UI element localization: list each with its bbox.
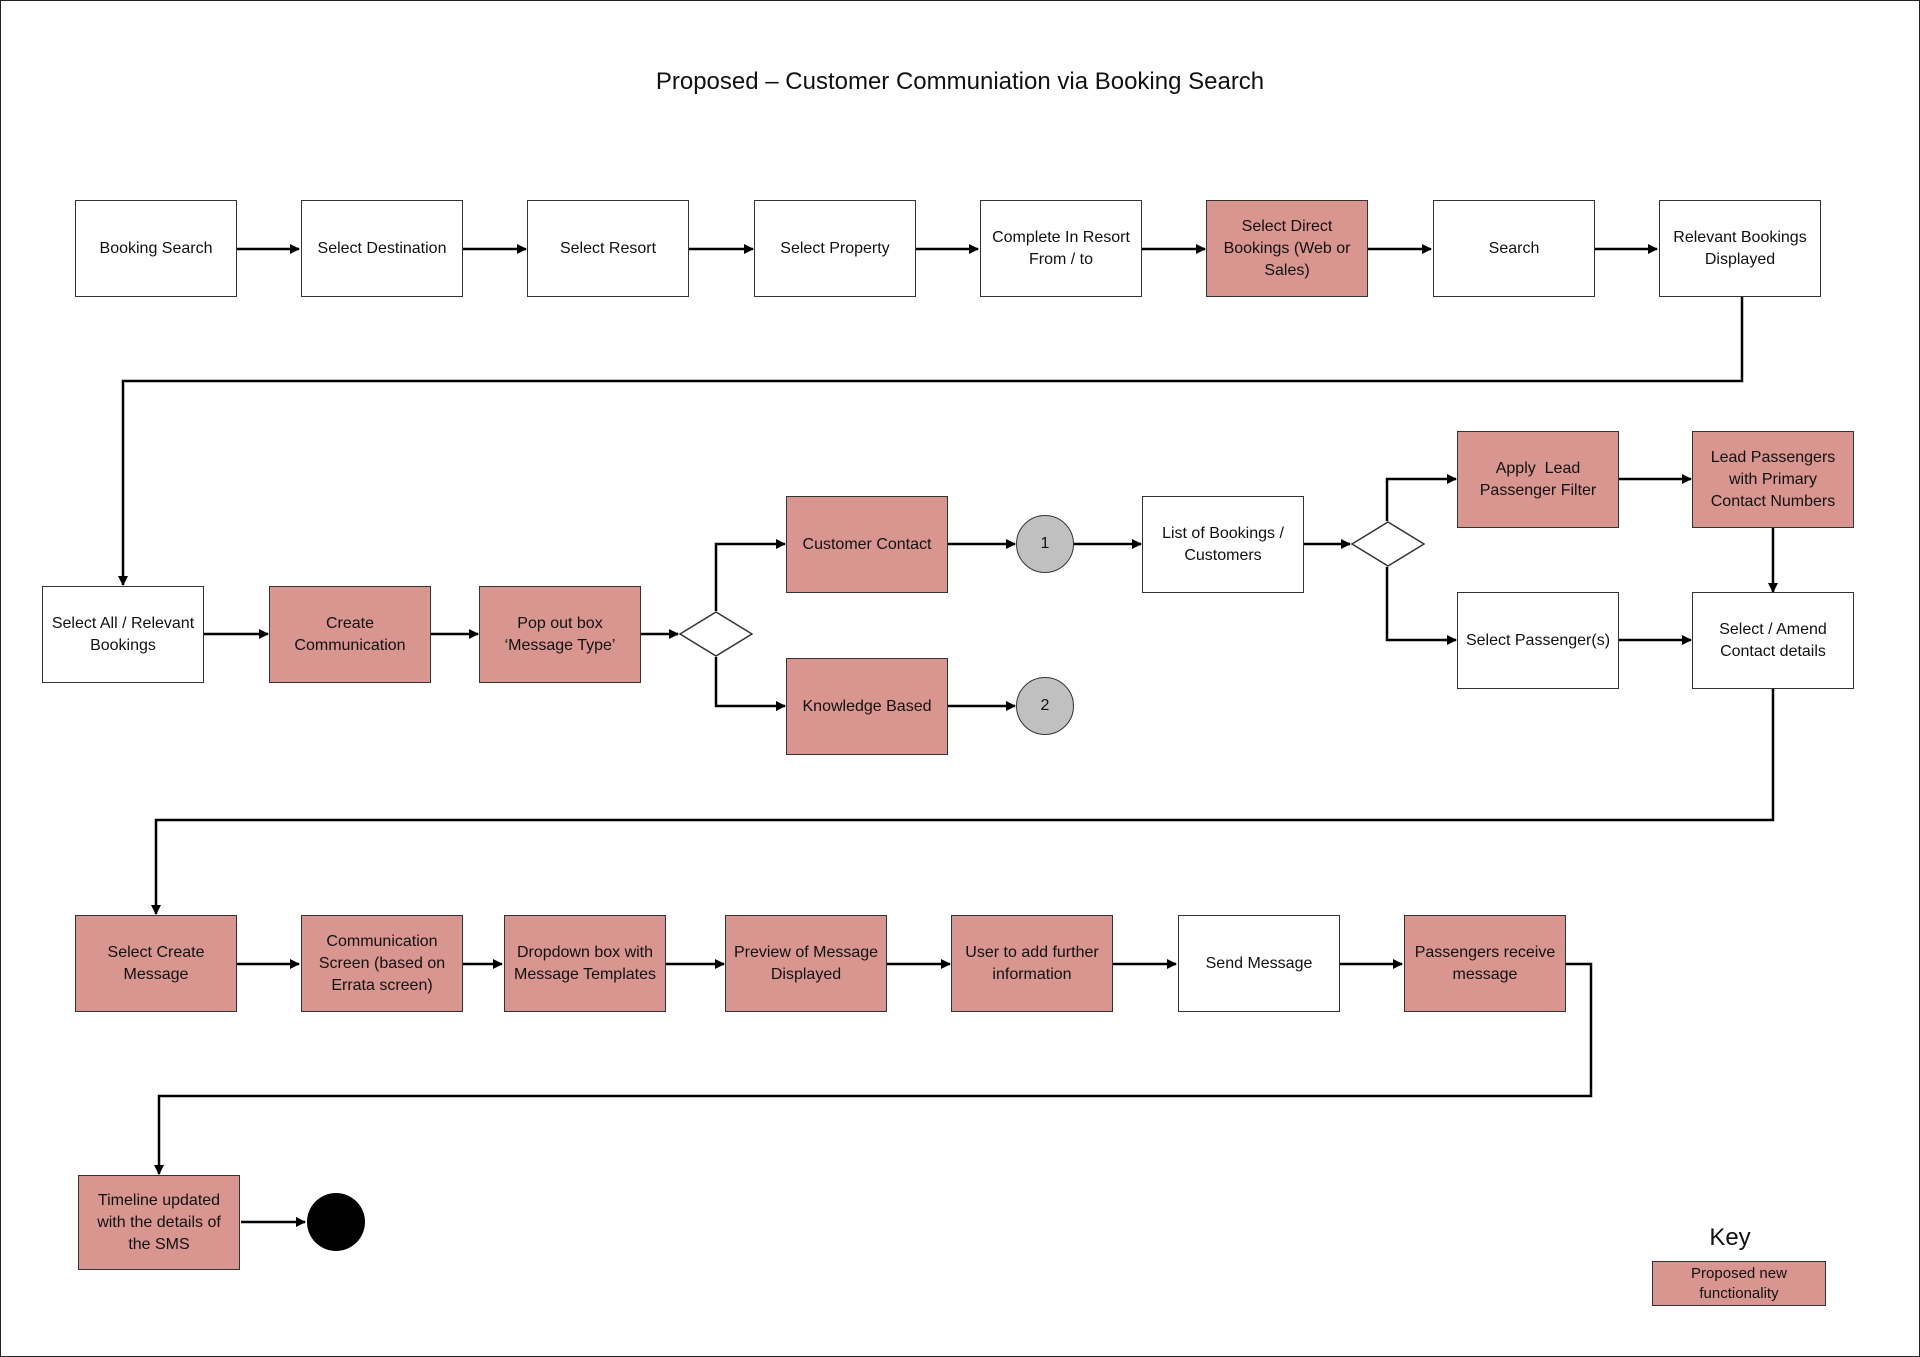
arrow-relevant-to-select-all: [118, 297, 1744, 586]
node-label-line: Sales): [1264, 261, 1310, 279]
arrow-decision-to-lead-filter: [1385, 474, 1457, 521]
node-label-line: Bookings: [90, 636, 156, 654]
node-label-line: Relevant Bookings: [1673, 228, 1807, 246]
node-label: Select Resort: [559, 239, 657, 257]
connector-label: 2: [1040, 697, 1050, 714]
node-label-line: Screen (based on: [318, 954, 446, 972]
node-timeline-updated: Timeline updated with the details of the…: [78, 1175, 240, 1270]
connector-2: 2: [1016, 677, 1074, 735]
node-label-line: Communication: [294, 636, 406, 654]
node-label-line: Complete In Resort: [992, 228, 1130, 246]
node-label-line: Customers: [1184, 546, 1262, 564]
node-user-add-information: User to add further information: [951, 915, 1113, 1012]
node-label-line: Message: [123, 965, 189, 983]
node-label: Select Passenger(s): [1465, 631, 1611, 649]
node-label-line: Select Direct: [1241, 217, 1333, 235]
node-label-line: ‘Message Type’: [504, 636, 616, 654]
node-label-line: information: [992, 965, 1072, 983]
arrow-amend-to-select-create-message: [151, 689, 1775, 915]
decision-message-type: [679, 611, 753, 657]
node-passengers-receive-message: Passengers receive message: [1404, 915, 1566, 1012]
node-label: Customer Contact: [802, 535, 932, 553]
node-label: Select Property: [780, 239, 890, 257]
node-label-line: with the details of: [97, 1213, 221, 1231]
node-select-resort: Select Resort: [527, 200, 689, 297]
node-create-communication: Create Communication: [269, 586, 431, 683]
node-complete-in-resort: Complete In Resort From / to: [980, 200, 1142, 297]
node-preview-message: Preview of Message Displayed: [725, 915, 887, 1012]
diagram-title: Proposed – Customer Communiation via Boo…: [655, 68, 1265, 95]
node-relevant-bookings: Relevant Bookings Displayed: [1659, 200, 1821, 297]
node-label-line: Timeline updated: [97, 1191, 221, 1209]
node-label-line: Select Create: [107, 943, 205, 961]
node-search: Search: [1433, 200, 1595, 297]
key-label-line: functionality: [1699, 1284, 1779, 1302]
node-list-of-bookings: List of Bookings / Customers: [1142, 496, 1304, 593]
node-select-create-message: Select Create Message: [75, 915, 237, 1012]
node-dropdown-message-templates: Dropdown box with Message Templates: [504, 915, 666, 1012]
node-label: Send Message: [1205, 954, 1313, 972]
node-label-line: Contact details: [1720, 642, 1826, 660]
node-knowledge-based: Knowledge Based: [786, 658, 948, 755]
node-label-line: Select All / Relevant: [51, 614, 195, 632]
node-label-line: the SMS: [128, 1235, 190, 1253]
node-select-direct-bookings: Select Direct Bookings (Web or Sales): [1206, 200, 1368, 297]
node-label-line: Lead Passengers: [1710, 448, 1836, 466]
node-label-line: Passengers receive: [1414, 943, 1556, 961]
decision-passenger-filter: [1351, 521, 1425, 567]
node-communication-screen: Communication Screen (based on Errata sc…: [301, 915, 463, 1012]
arrow-decision-to-customer-contact: [714, 539, 786, 611]
connector-1: 1: [1016, 515, 1074, 573]
node-booking-search: Booking Search: [75, 200, 237, 297]
key-title: Key: [1709, 1224, 1751, 1251]
node-label: Search: [1488, 239, 1540, 257]
node-label-line: with Primary: [1728, 470, 1817, 488]
node-label: Select Destination: [317, 239, 447, 257]
arrow-decision-to-select-passengers: [1385, 567, 1457, 645]
node-select-property: Select Property: [754, 200, 916, 297]
node-lead-passengers-contact-numbers: Lead Passengers with Primary Contact Num…: [1692, 431, 1854, 528]
node-label-line: Apply Lead: [1495, 459, 1581, 477]
node-label-line: Pop out box: [517, 614, 603, 632]
node-send-message: Send Message: [1178, 915, 1340, 1012]
node-label-line: Create: [325, 614, 375, 632]
node-label-line: message: [1452, 965, 1518, 983]
node-label-line: From / to: [1028, 250, 1093, 268]
node-label-line: Displayed: [1704, 250, 1776, 268]
node-select-amend-contact: Select / Amend Contact details: [1692, 592, 1854, 689]
node-select-passengers: Select Passenger(s): [1457, 592, 1619, 689]
node-label-line: User to add further: [965, 943, 1099, 961]
node-select-all-bookings: Select All / Relevant Bookings: [42, 586, 204, 683]
node-label-line: Communication: [326, 932, 438, 950]
node-label-line: Preview of Message: [733, 943, 879, 961]
node-label-line: Errata screen): [331, 976, 433, 994]
arrow-decision-to-knowledge-based: [714, 657, 786, 711]
node-apply-lead-passenger-filter: Apply Lead Passenger Filter: [1457, 431, 1619, 528]
node-label-line: Contact Numbers: [1710, 492, 1836, 510]
node-label: Booking Search: [99, 239, 213, 257]
node-customer-contact: Customer Contact: [786, 496, 948, 593]
key-proposed-swatch: Proposed new functionality: [1652, 1261, 1826, 1306]
connector-label: 1: [1040, 535, 1050, 552]
end-node: [307, 1193, 365, 1251]
node-select-destination: Select Destination: [301, 200, 463, 297]
node-label-line: Message Templates: [514, 965, 656, 983]
node-label-line: Dropdown box with: [516, 943, 654, 961]
key-label-line: Proposed new: [1691, 1264, 1787, 1282]
node-label-line: List of Bookings /: [1162, 524, 1284, 542]
node-label-line: Select / Amend: [1719, 620, 1827, 638]
arrow-passengers-receive-to-timeline: [154, 962, 1593, 1175]
node-label: Knowledge Based: [802, 697, 932, 715]
node-label-line: Bookings (Web or: [1223, 239, 1351, 257]
node-pop-out-box: Pop out box ‘Message Type’: [479, 586, 641, 683]
node-label-line: Displayed: [770, 965, 842, 983]
node-label-line: Passenger Filter: [1479, 481, 1597, 499]
